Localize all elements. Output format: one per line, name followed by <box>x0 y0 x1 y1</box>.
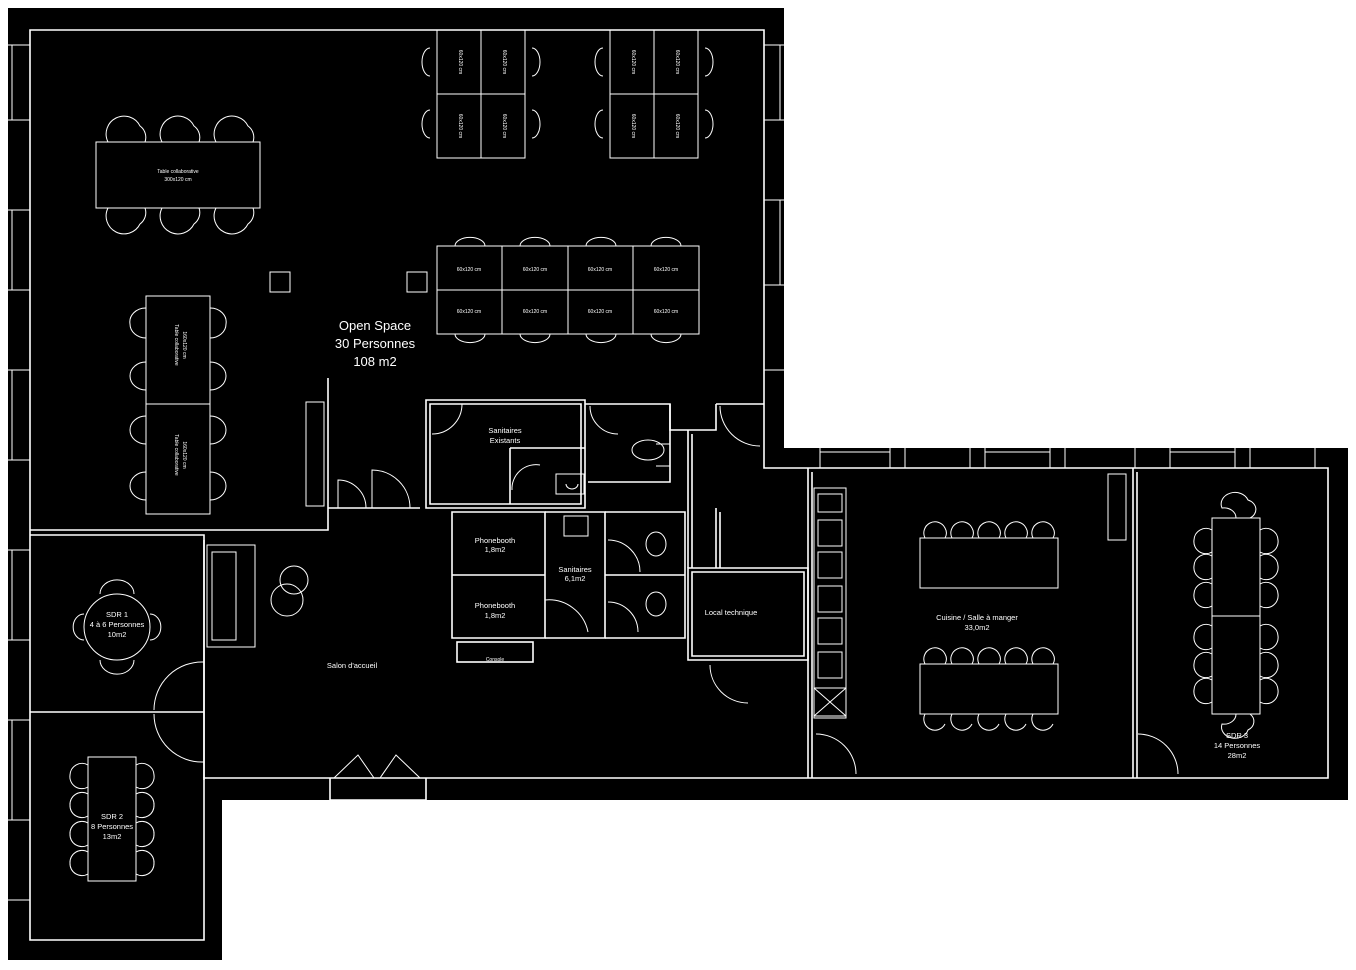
sdr3-label: SDR 3 14 Personnes 28m2 <box>1214 731 1261 760</box>
room-area: 13m2 <box>103 832 122 841</box>
room-capacity: 4 à 6 Personnes <box>90 620 145 629</box>
room-area: 1,8m2 <box>485 545 506 554</box>
phonebooth2-label: Phonebooth 1,8m2 <box>475 601 515 620</box>
desk-label: 60x120 cm <box>523 267 547 273</box>
desk-label: 60x120 cm <box>457 267 481 273</box>
sanitaires-label: Sanitaires 6,1m2 <box>558 565 592 583</box>
room-name: Sanitaires <box>488 426 522 435</box>
desk-label: 60x120 cm <box>501 114 507 138</box>
sdr1-label: SDR 1 4 à 6 Personnes 10m2 <box>90 610 145 639</box>
building-footprint <box>8 8 1348 960</box>
table-label: Table collaborative <box>173 324 179 366</box>
sdr2-table <box>69 756 155 882</box>
table-label: Table collaborative <box>173 434 179 476</box>
salon-furniture <box>206 544 309 648</box>
column <box>269 271 291 293</box>
room-capacity: 8 Personnes <box>91 822 133 831</box>
collab-table-vertical <box>129 295 227 515</box>
sdr3-table <box>1193 491 1279 739</box>
doors <box>153 403 1179 779</box>
room-area: 108 m2 <box>353 354 396 369</box>
sdr2-label: SDR 2 8 Personnes 13m2 <box>91 812 133 841</box>
storage-cabinet <box>305 401 325 507</box>
kitchen-tables <box>919 473 1127 731</box>
table-label: Table collaborative <box>157 169 199 175</box>
room-name: SDR 3 <box>1226 731 1248 740</box>
room-area: 33,0m2 <box>964 623 989 632</box>
room-area: 28m2 <box>1228 751 1247 760</box>
room-name: SDR 2 <box>101 812 123 821</box>
table-dims: 160x120 cm <box>181 331 187 358</box>
room-capacity: 30 Personnes <box>335 336 416 351</box>
desk-label: 60x120 cm <box>501 50 507 74</box>
desk-label: 60x120 cm <box>588 309 612 315</box>
open-space-label: Open Space 30 Personnes 108 m2 <box>335 318 416 369</box>
sanitaires-existants-label: Sanitaires Existants <box>488 426 522 445</box>
desk-label: 60x120 cm <box>630 50 636 74</box>
desk-label: 60x120 cm <box>457 114 463 138</box>
phonebooth1-label: Phonebooth 1,8m2 <box>475 536 515 554</box>
desk-label: 60x120 cm <box>654 309 678 315</box>
interior-walls <box>30 378 1138 801</box>
room-name: Phonebooth <box>475 601 515 610</box>
room-name-2: Existants <box>490 436 521 445</box>
room-capacity: 14 Personnes <box>1214 741 1261 750</box>
desk-label: 60x120 cm <box>588 267 612 273</box>
desk-label: 60x120 cm <box>654 267 678 273</box>
desk-label: 60x120 cm <box>674 114 680 138</box>
salon-label: Salon d'accueil <box>327 661 378 670</box>
outer-wall <box>29 29 1329 941</box>
collab-table-horizontal <box>95 115 261 235</box>
local-technique-label: Local technique <box>705 608 758 617</box>
desk-row <box>436 236 700 344</box>
desk-label: 60x120 cm <box>457 50 463 74</box>
desk-label: 60x120 cm <box>674 50 680 74</box>
table-dims: 300x120 cm <box>164 177 191 183</box>
desk-label: 60x120 cm <box>523 309 547 315</box>
kitchen-counter <box>813 487 847 719</box>
desk-label: 60x120 cm <box>457 309 481 315</box>
room-name: Sanitaires <box>558 565 592 574</box>
kitchen-label: Cuisine / Salle à manger 33,0m2 <box>936 613 1018 632</box>
windows-right <box>764 44 1316 468</box>
desk-label: 60x120 cm <box>630 114 636 138</box>
room-area: 6,1m2 <box>565 574 586 583</box>
desk-cluster-top-left <box>421 29 541 159</box>
sanitary-fixtures <box>555 439 671 617</box>
room-area: 10m2 <box>108 630 127 639</box>
desk-cluster-top-right <box>594 29 714 159</box>
room-name: Open Space <box>339 318 411 333</box>
windows-left <box>8 44 30 901</box>
console-label: Console <box>486 657 505 663</box>
column <box>406 271 428 293</box>
room-name: Phonebooth <box>475 536 515 545</box>
room-area: 1,8m2 <box>485 611 506 620</box>
sdr1-table <box>72 579 162 675</box>
room-name: SDR 1 <box>106 610 128 619</box>
room-name: Cuisine / Salle à manger <box>936 613 1018 622</box>
table-dims: 160x120 cm <box>181 441 187 468</box>
